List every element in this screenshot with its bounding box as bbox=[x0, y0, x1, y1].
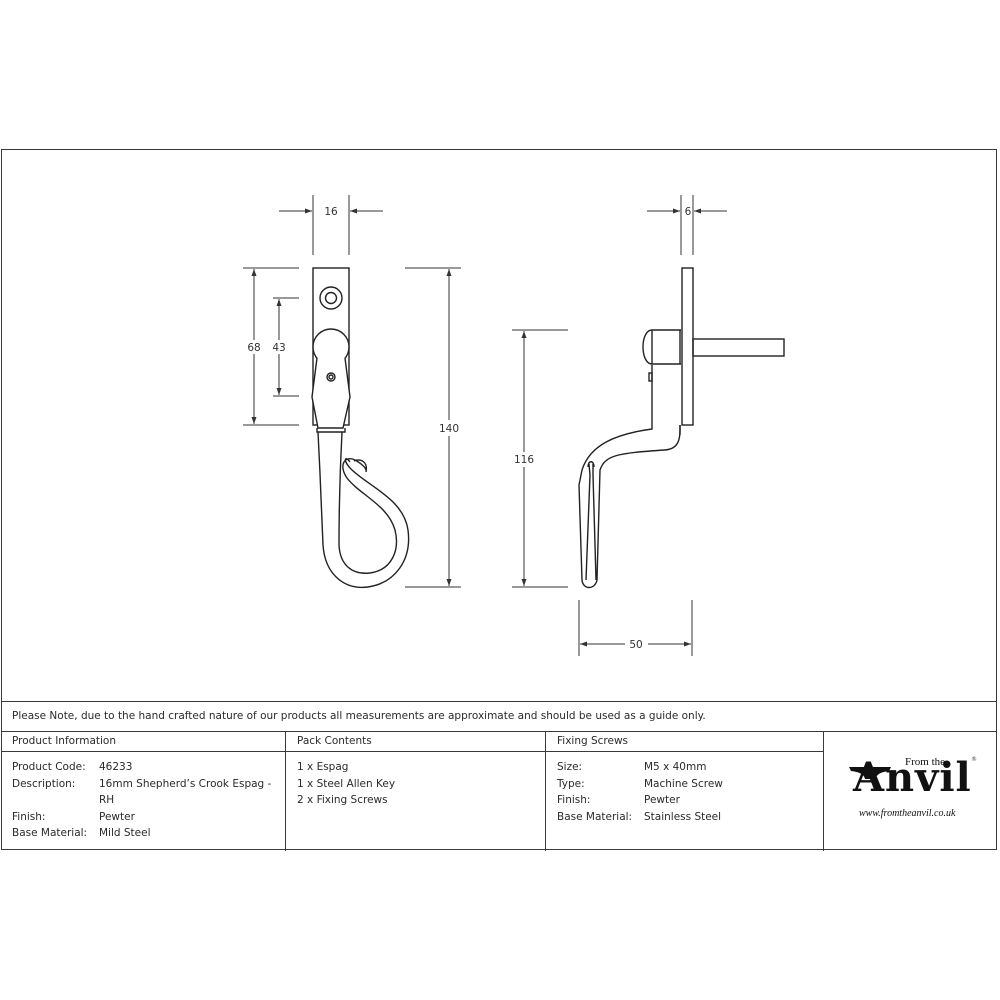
info-value: Mild Steel bbox=[99, 827, 151, 839]
info-label: Product Code: bbox=[12, 761, 86, 773]
info-label: Description: bbox=[12, 777, 76, 790]
info-row: Product Code: 46233 bbox=[12, 759, 285, 776]
dim-backplate-depth: 6 bbox=[685, 206, 692, 218]
dim-handle-drop: 116 bbox=[514, 454, 534, 466]
anvil-icon bbox=[849, 767, 891, 779]
info-value: 16mm Shepherd’s Crook Espag - RH bbox=[99, 777, 272, 807]
registered-mark: ® bbox=[971, 756, 977, 763]
screw-row: Base Material: Stainless Steel bbox=[557, 809, 823, 826]
logo-url: www.fromtheanvil.co.uk bbox=[859, 808, 956, 819]
screw-label: Size: bbox=[557, 761, 583, 773]
pack-contents-title: Pack Contents bbox=[286, 732, 545, 752]
fixing-screws-panel: Fixing Screws Size: M5 x 40mm Type: Machin… bbox=[546, 732, 824, 851]
pack-item: 2 x Fixing Screws bbox=[297, 794, 388, 806]
side-dimensions bbox=[512, 195, 727, 656]
pack-contents-panel: Pack Contents 1 x Espag 1 x Steel Allen … bbox=[286, 732, 546, 851]
screw-row: Finish: Pewter bbox=[557, 792, 823, 809]
info-value: 46233 bbox=[99, 761, 133, 773]
logo-brand: Anvil bbox=[853, 754, 972, 801]
fixing-screws-title: Fixing Screws bbox=[546, 732, 823, 752]
pack-item: 1 x Espag bbox=[297, 761, 349, 773]
logo-from-the: From the bbox=[905, 756, 946, 768]
info-label: Finish: bbox=[12, 810, 46, 823]
info-row: Description: 16mm Shepherd’s Crook Espag … bbox=[12, 776, 285, 809]
dim-fixing-centres: 43 bbox=[272, 342, 285, 354]
screw-value: Machine Screw bbox=[644, 777, 723, 790]
info-value: Pewter bbox=[99, 810, 135, 823]
dim-overall-height: 140 bbox=[439, 423, 459, 435]
drawing-sheet bbox=[1, 149, 997, 850]
screw-label: Type: bbox=[557, 777, 585, 790]
screw-value: Pewter bbox=[644, 794, 680, 806]
dim-backplate-height: 68 bbox=[247, 342, 260, 354]
pack-item: 1 x Steel Allen Key bbox=[297, 777, 396, 790]
front-dimensions bbox=[243, 195, 461, 588]
side-view bbox=[578, 267, 785, 589]
dim-projection: 50 bbox=[629, 639, 642, 651]
from-the-anvil-logo: Anvil From the ® www.fromtheanvil.co.uk bbox=[823, 732, 997, 851]
screw-value: Stainless Steel bbox=[644, 810, 722, 823]
screw-row: Type: Machine Screw bbox=[557, 776, 823, 793]
screw-label: Base Material: bbox=[557, 810, 633, 823]
screw-row: Size: M5 x 40mm bbox=[557, 759, 823, 776]
front-view bbox=[311, 267, 410, 589]
dim-width: 16 bbox=[324, 206, 338, 218]
info-row: Finish: Pewter bbox=[12, 809, 285, 826]
product-information-panel: Product Information Product Code: 46233 D… bbox=[1, 732, 286, 851]
screw-label: Finish: bbox=[557, 794, 591, 806]
info-label: Base Material: bbox=[12, 827, 88, 839]
product-information-title: Product Information bbox=[1, 732, 285, 752]
info-row: Base Material: Mild Steel bbox=[12, 825, 285, 842]
measurement-note: Please Note, due to the hand crafted nat… bbox=[1, 701, 997, 731]
screw-value: M5 x 40mm bbox=[644, 761, 707, 773]
info-table: Product Information Product Code: 46233 D… bbox=[1, 731, 997, 851]
